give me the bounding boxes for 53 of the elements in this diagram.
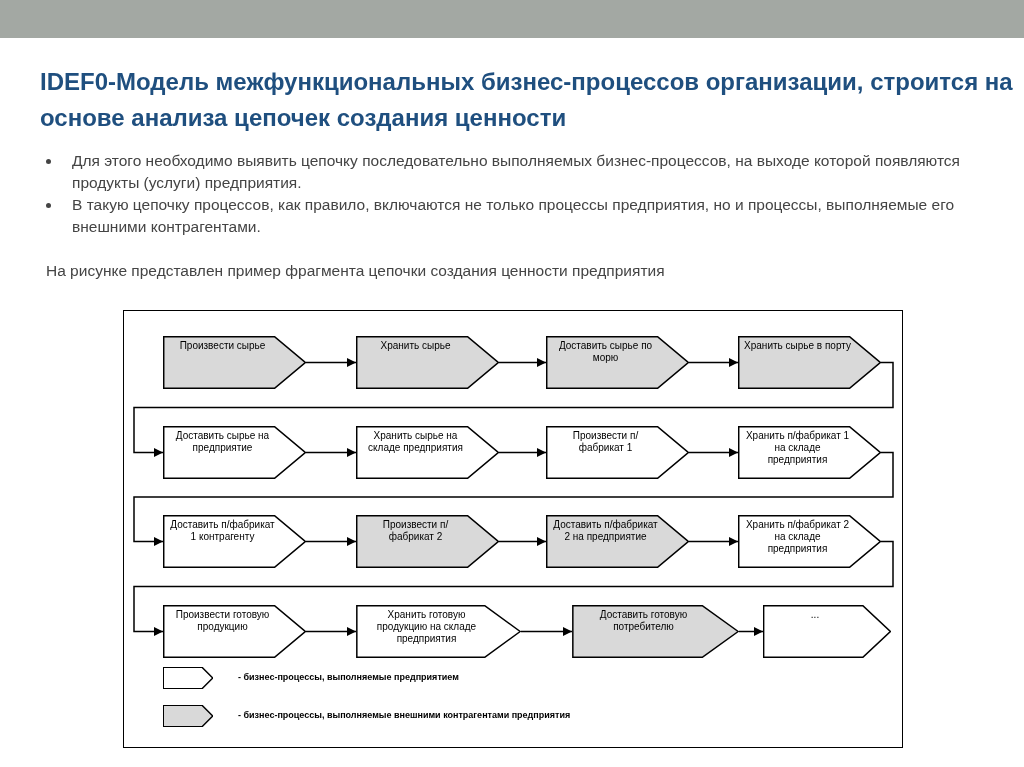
bullet-text: Для этого необходимо выявить цепочку последовательно выполняемых бизнес-процессов, на выходе которой появляются продукты (услуги) предприятия. (72, 151, 961, 193)
process-pentagon (738, 515, 881, 568)
process-pentagon (163, 426, 306, 479)
process-pentagon (356, 605, 521, 658)
title: IDEF0-Модель межфункциональных бизнес-процессов организации, строится на основе анализа цепочек создания ценности (40, 67, 1014, 133)
process-pentagon (572, 605, 739, 658)
process-label: Произвести п/фабрикат 2 (381, 519, 450, 543)
process-pentagon (546, 336, 689, 389)
process-pentagon (163, 336, 306, 389)
process-pentagon (163, 605, 306, 658)
process-label: Доставить сырье по морю (557, 340, 654, 364)
process-pentagon (356, 426, 499, 479)
arrow (498, 448, 547, 457)
process-label: Произвести п/фабрикат 1 (571, 430, 640, 454)
arrow (498, 537, 547, 546)
process-pentagon (738, 336, 881, 389)
arrow (133, 361, 894, 457)
process-pentagon (356, 336, 499, 389)
figure-intro-text: На рисунке представлен пример фрагмента цепочки создания ценности предприятия (46, 261, 666, 281)
process-pentagon (546, 515, 689, 568)
arrow (688, 448, 739, 457)
process-pentagon (163, 515, 306, 568)
process-label: Доставить п/фабрикат 2 на предприятие (552, 519, 659, 543)
legend-text: - бизнес-процессы, выполняемые внешними контрагентами предприятия (238, 709, 571, 723)
process-pentagon (738, 426, 881, 479)
arrow (305, 448, 357, 457)
arrow (688, 537, 739, 546)
legend-text: - бизнес-процессы, выполняемые предприятием (238, 671, 459, 685)
process-label: Доставить готовую потребителю (598, 609, 689, 633)
arrow (305, 358, 357, 367)
process-label: Хранить сырье на складе предприятия (367, 430, 464, 454)
process-label: Доставить п/фабрикат 1 контрагенту (169, 519, 276, 543)
arrow (305, 537, 357, 546)
process-label: Хранить готовую продукцию на складе предприятия (375, 609, 478, 645)
process-label: Хранить п/фабрикат 2 на складе предприятия (744, 519, 851, 555)
process-label: Произвести готовую продукцию (174, 609, 271, 633)
process-pentagon (356, 515, 499, 568)
arrow (133, 451, 894, 546)
process-label: Доставить сырье на предприятие (174, 430, 271, 454)
process-label: ... (810, 609, 820, 621)
arrow (133, 540, 894, 636)
process-label: Хранить сырье (380, 340, 451, 352)
process-label: Хранить п/фабрикат 1 на складе предприятия (744, 430, 851, 466)
arrow (738, 627, 764, 636)
process-label: Хранить сырье в порту (744, 340, 851, 352)
process-pentagon (546, 426, 689, 479)
bullet-text: В такую цепочку процессов, как правило, включаются не только процессы предприятия, но и процессы, выполняемые его внешними контрагентами. (72, 195, 956, 237)
process-label: Произвести сырье (179, 340, 266, 352)
arrow (305, 627, 357, 636)
arrow (498, 358, 547, 367)
arrow (520, 627, 573, 636)
process-pentagon (763, 605, 891, 658)
arrow (688, 358, 739, 367)
